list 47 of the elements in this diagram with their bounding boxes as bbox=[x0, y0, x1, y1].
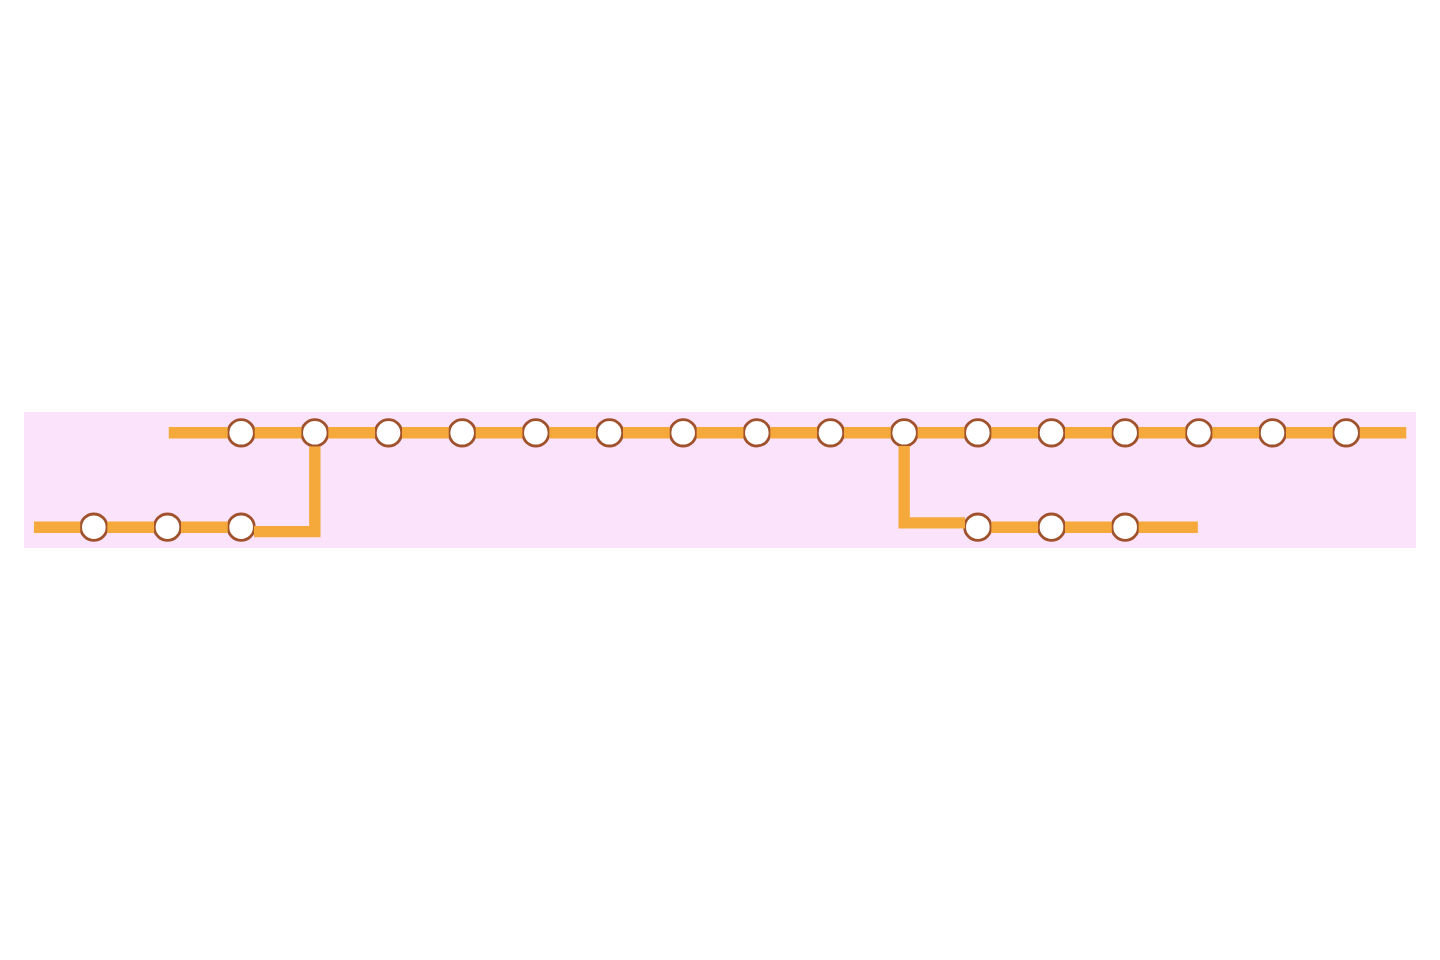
node-circle bbox=[1036, 512, 1067, 542]
connector bbox=[1212, 427, 1260, 439]
connector bbox=[844, 427, 891, 439]
node-circle bbox=[521, 418, 551, 448]
node-circle bbox=[594, 418, 625, 448]
node-circle bbox=[1184, 418, 1214, 448]
node-circle bbox=[300, 418, 330, 448]
connector bbox=[168, 427, 228, 439]
connector bbox=[1286, 427, 1333, 439]
connector bbox=[33, 521, 81, 533]
node-circle bbox=[226, 512, 256, 542]
connector bbox=[1065, 427, 1112, 439]
connector bbox=[1359, 427, 1407, 439]
connector bbox=[898, 446, 965, 529]
node-circle bbox=[742, 418, 772, 448]
connector bbox=[770, 427, 818, 439]
connector bbox=[991, 427, 1039, 439]
connector bbox=[402, 427, 449, 439]
node-circle bbox=[963, 512, 993, 542]
connector bbox=[107, 521, 155, 533]
node-circle bbox=[889, 418, 919, 448]
node-circle bbox=[79, 512, 109, 542]
connector bbox=[475, 427, 523, 439]
connector bbox=[254, 446, 321, 538]
connector bbox=[696, 427, 744, 439]
connector bbox=[181, 521, 228, 533]
connector bbox=[328, 427, 376, 439]
connector bbox=[254, 427, 302, 439]
connector bbox=[1138, 427, 1186, 439]
node-circle bbox=[1331, 418, 1361, 448]
node-circle bbox=[668, 418, 698, 448]
connector bbox=[549, 427, 597, 439]
node-circle bbox=[447, 418, 477, 448]
connector bbox=[1138, 521, 1198, 533]
connector bbox=[623, 427, 670, 439]
node-circle bbox=[1110, 418, 1140, 448]
node-circle bbox=[1110, 512, 1140, 542]
node-circle bbox=[1257, 418, 1288, 448]
connector bbox=[917, 427, 965, 439]
connector bbox=[1065, 521, 1112, 533]
node-circle bbox=[1036, 418, 1067, 448]
node-circle bbox=[226, 418, 256, 448]
node-circle bbox=[963, 418, 993, 448]
node-circle bbox=[815, 418, 846, 448]
connector bbox=[991, 521, 1039, 533]
node-circle bbox=[373, 418, 404, 448]
node-circle bbox=[152, 512, 183, 542]
